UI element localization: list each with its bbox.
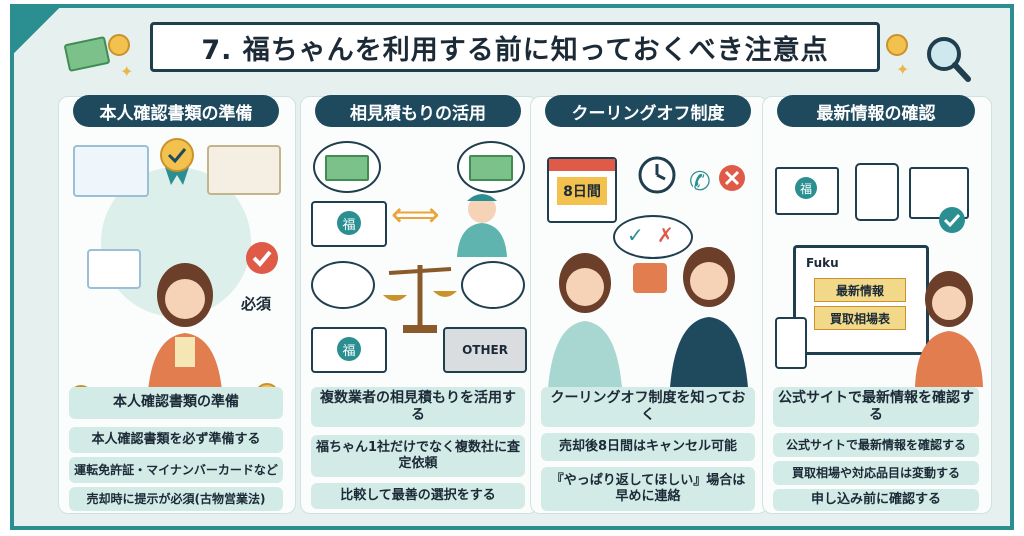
point-item: 福ちゃん1社だけでなく複数社に査定依頼 — [311, 435, 525, 477]
check-icon: ✓ — [627, 223, 644, 247]
double-arrow-icon: ⟺ — [391, 195, 440, 235]
check-circle-icon — [246, 242, 278, 274]
coin-icon — [108, 34, 130, 56]
id-card-icon — [73, 145, 149, 197]
panel-header: 最新情報の確認 — [777, 95, 975, 127]
banknote-icon — [469, 155, 513, 181]
license-card-icon — [207, 145, 281, 195]
panel-comparison: 相見積もりの活用 福 ⟺ 福 OTHER 複数業者の相見積もりを活用する 福ちゃ… — [300, 95, 538, 514]
cancel-icon — [719, 165, 745, 191]
point-heading: 公式サイトで最新情報を確認する — [773, 387, 979, 427]
smartphone-icon — [775, 317, 807, 369]
point-heading: 本人確認書類の準備 — [69, 387, 283, 419]
other-truck-icon: OTHER — [443, 327, 527, 373]
screen-item: 買取相場表 — [814, 306, 906, 330]
point-item: 運転免許証・マイナンバーカードなど — [69, 457, 283, 483]
illustration-cooling-off: 8日間 ✆ ✓ ✗ — [537, 137, 759, 407]
speech-bubble-icon: ✓ ✗ — [613, 215, 693, 259]
required-tag: 必須 — [241, 295, 272, 313]
point-heading: 複数業者の相見積もりを活用する — [311, 387, 525, 427]
woman-figure — [147, 263, 223, 407]
point-item: 売却後8日間はキャンセル可能 — [541, 433, 755, 461]
worker-figure — [457, 194, 507, 257]
woman-phone-figure — [669, 247, 749, 407]
small-id-icon — [87, 249, 141, 289]
screen-brand: Fuku — [806, 256, 839, 270]
phone-icon: ✆ — [689, 167, 711, 197]
panel-header: 本人確認書類の準備 — [73, 95, 279, 127]
page-title: 7. 福ちゃんを利用する前に知っておくべき注意点 — [201, 34, 829, 66]
speech-bubble-icon — [461, 261, 525, 309]
cross-icon: ✗ — [657, 223, 674, 247]
banknote-icon — [325, 155, 369, 181]
truck-logo: 福 — [337, 211, 361, 235]
sparkle-icon: ✦ — [896, 60, 910, 79]
sparkle-icon: ✦ — [120, 62, 134, 81]
laptop-logo: 福 — [795, 177, 817, 199]
woman-figure — [915, 271, 983, 387]
panel-header: 相見積もりの活用 — [315, 95, 521, 127]
point-item: 本人確認書類を必ず準備する — [69, 427, 283, 453]
point-heading: クーリングオフ制度を知っておく — [541, 387, 755, 427]
scale-icon — [383, 265, 457, 333]
laptop-icon: 福 — [775, 167, 839, 215]
coin-icon — [886, 34, 908, 56]
title-box: 7. 福ちゃんを利用する前に知っておくべき注意点 — [150, 22, 880, 72]
kimono-icon — [633, 263, 667, 293]
truck-icon: 福 — [311, 327, 387, 373]
calendar-label: 8日間 — [557, 177, 607, 205]
panel-cooling-off: クーリングオフ制度 8日間 ✆ ✓ ✗ — [530, 95, 768, 514]
panel-header: クーリングオフ制度 — [545, 95, 751, 127]
illustration-id-documents: 必須 — [65, 137, 287, 407]
point-item: 申し込み前に確認する — [773, 489, 979, 511]
panel-latest-info: 最新情報の確認 福 Fuku 最新情報 買取相場表 公式サイトで最新情報を確認す… — [762, 95, 992, 514]
point-item: 比較して最善の選択をする — [311, 483, 525, 509]
tablet-icon — [855, 163, 899, 221]
calendar-icon: 8日間 — [547, 157, 617, 223]
speech-bubble-icon — [311, 261, 375, 309]
point-item: 売却時に提示が必須(古物営業法) — [69, 487, 283, 511]
illustration-latest-info: 福 Fuku 最新情報 買取相場表 — [769, 137, 983, 407]
truck-icon: 福 — [311, 201, 387, 247]
woman-figure — [547, 253, 623, 407]
point-item: 公式サイトで最新情報を確認する — [773, 433, 979, 457]
monitor-screen: Fuku 最新情報 買取相場表 — [793, 245, 929, 355]
badge-check-icon — [160, 138, 194, 185]
illustration-comparison: 福 ⟺ 福 OTHER — [307, 137, 529, 407]
clock-icon — [638, 156, 676, 194]
screen-item: 最新情報 — [814, 278, 906, 302]
point-item: 『やっぱり返してほしい』場合は早めに連絡 — [541, 467, 755, 511]
panel-id-documents: 本人確認書類の準備 必須 本人確認書類の準備 本人確認書類を必ず準備する 運転免… — [58, 95, 296, 514]
check-circle-icon — [939, 207, 965, 233]
point-item: 買取相場や対応品目は変動する — [773, 461, 979, 485]
truck-logo: 福 — [337, 337, 361, 361]
magnifier-icon — [927, 37, 971, 82]
